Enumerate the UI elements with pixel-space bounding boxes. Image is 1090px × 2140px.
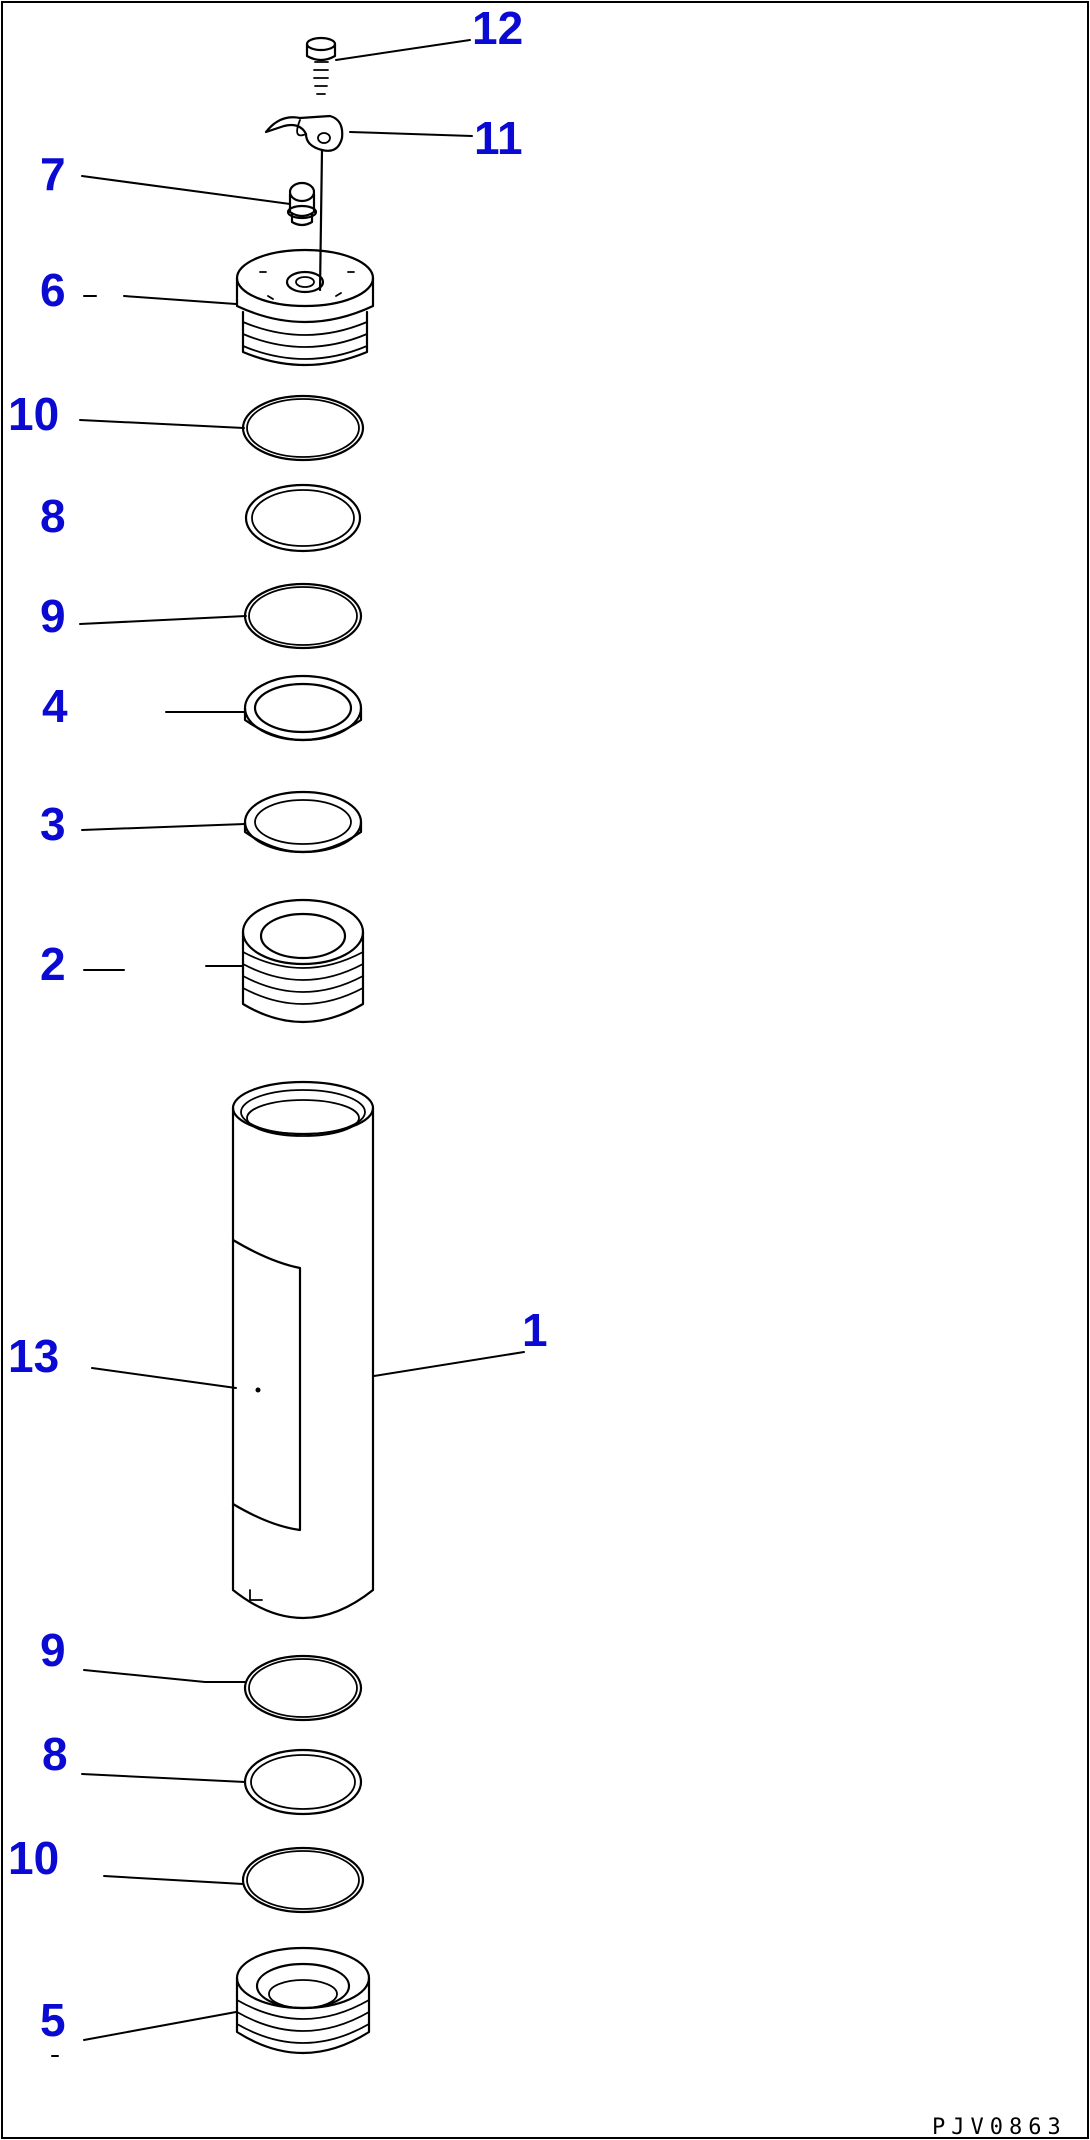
drawing-code: PJV0863 <box>932 2115 1067 2140</box>
part-6-cap <box>235 248 375 367</box>
callout-9-top: 9 <box>40 590 66 642</box>
part-13-label-plate <box>231 1238 302 1532</box>
part-3-wear-ring <box>243 790 363 854</box>
callout-13: 13 <box>8 1330 59 1382</box>
part-9-o-ring-top <box>243 582 363 650</box>
part-8-backup-ring-top <box>244 483 362 553</box>
part-1-cylinder <box>231 1080 375 1619</box>
callout-4: 4 <box>42 680 68 732</box>
callout-12: 12 <box>472 2 523 54</box>
callout-3: 3 <box>40 798 66 850</box>
part-10-o-ring-top <box>241 394 365 462</box>
leader-lines <box>51 39 525 2057</box>
part-8-backup-ring-bottom <box>243 1748 363 1816</box>
callout-11: 11 <box>474 112 523 164</box>
callout-6: 6 <box>40 264 66 316</box>
part-11-bracket <box>264 114 344 292</box>
callout-8-top: 8 <box>40 490 66 542</box>
callouts: 12 11 7 6 10 8 9 4 3 2 13 1 9 8 10 5 <box>8 2 548 2046</box>
part-12-bolt <box>305 36 337 95</box>
part-7-fitting <box>286 181 318 227</box>
callout-1: 1 <box>522 1304 548 1356</box>
callout-10-top: 10 <box>8 388 59 440</box>
callout-5: 5 <box>40 1994 66 2046</box>
part-9-o-ring-bottom <box>243 1654 363 1722</box>
callout-10-bottom: 10 <box>8 1832 59 1884</box>
part-4-seal <box>243 674 363 742</box>
part-10-o-ring-bottom <box>241 1846 365 1914</box>
part-5-bottom-cap <box>235 1946 371 2054</box>
part-2-piston <box>241 898 365 1024</box>
callout-9-bottom: 9 <box>40 1624 66 1676</box>
callout-8-bottom: 8 <box>42 1728 68 1780</box>
callout-2: 2 <box>40 938 66 990</box>
callout-7: 7 <box>40 148 66 200</box>
